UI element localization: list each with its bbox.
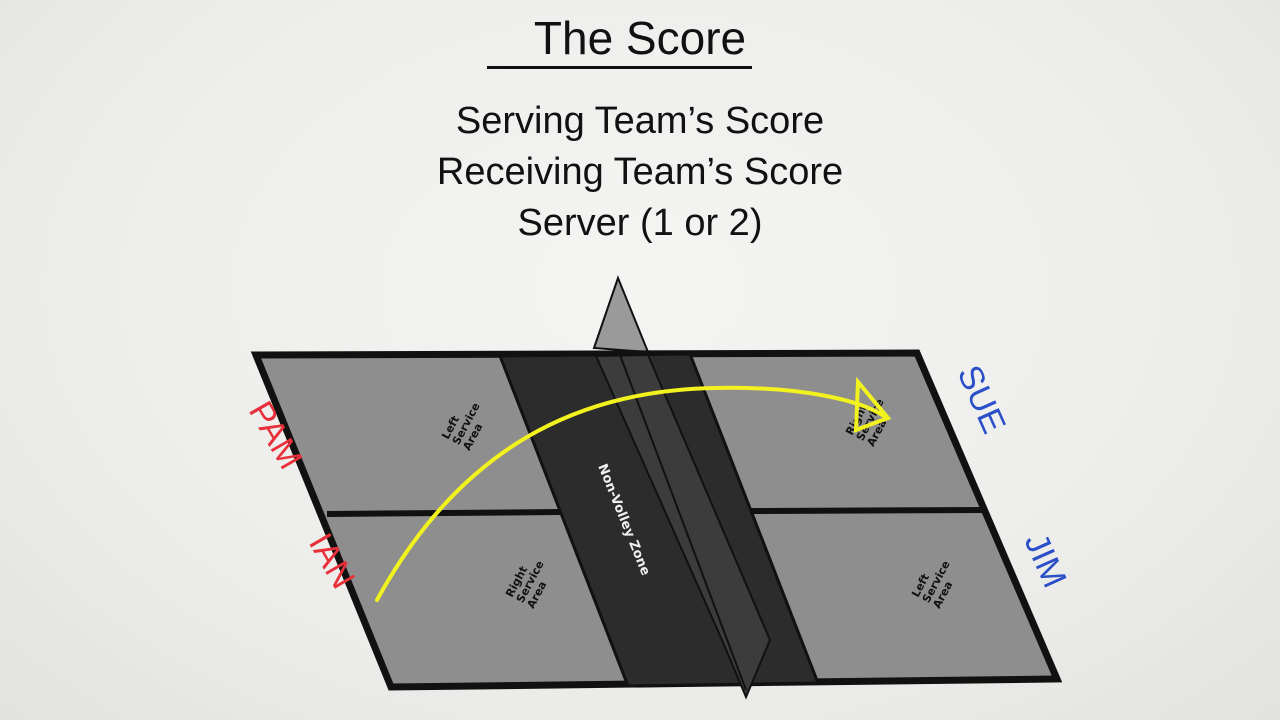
score-line-server: Server (1 or 2) [517, 202, 763, 244]
serve-arrow [375, 385, 886, 602]
title-underline [487, 66, 752, 69]
score-order-list: Serving Team’s Score Receiving Team’s Sc… [0, 96, 1280, 249]
centerline-right [749, 507, 988, 514]
player-jim: JIM [1017, 528, 1074, 594]
net-center-line [619, 354, 747, 691]
net [594, 353, 772, 700]
score-line-receiving: Receiving Team’s Score [436, 151, 844, 193]
player-sue: SUE [950, 360, 1013, 439]
slide-title: The Score [533, 12, 747, 64]
centerline-left [326, 509, 561, 517]
net-post-top [592, 275, 650, 354]
serve-arrowhead [853, 376, 892, 433]
score-line-serving: Serving Team’s Score [455, 100, 825, 142]
